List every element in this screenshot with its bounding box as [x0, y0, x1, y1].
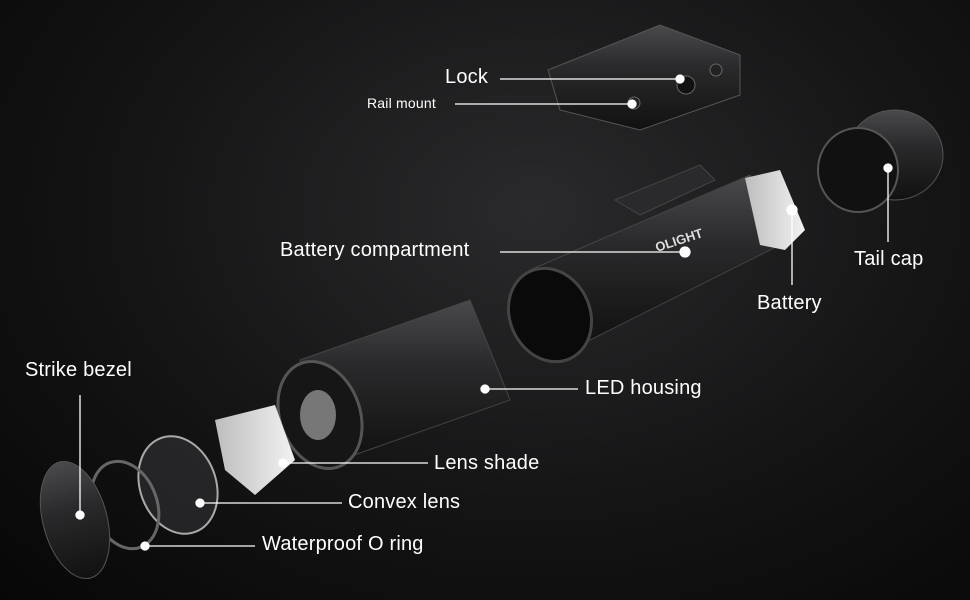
rail-mount-part: [547, 24, 741, 131]
strike-bezel-part: [39, 460, 111, 580]
led-housing-part: [276, 299, 511, 470]
convex-lens-part: [137, 435, 219, 535]
lens-shade-part: [215, 405, 295, 495]
label-lock: Lock: [445, 66, 489, 88]
label-convex-lens: Convex lens: [348, 491, 461, 513]
leader-lines: [75, 74, 893, 551]
label-battery: Battery: [757, 292, 822, 314]
tail-cap-part: [817, 109, 944, 213]
label-lens-shade: Lens shade: [434, 452, 540, 474]
label-waterproof-o-ring: Waterproof O ring: [262, 533, 424, 555]
label-battery-compartment: Battery compartment: [280, 239, 470, 261]
label-tail-cap: Tail cap: [854, 248, 924, 270]
battery-part: [745, 170, 805, 250]
label-led-housing: LED housing: [585, 377, 702, 399]
label-strike-bezel: Strike bezel: [25, 359, 132, 381]
label-rail-mount: Rail mount: [367, 95, 436, 111]
battery-compartment-part: [506, 164, 791, 364]
